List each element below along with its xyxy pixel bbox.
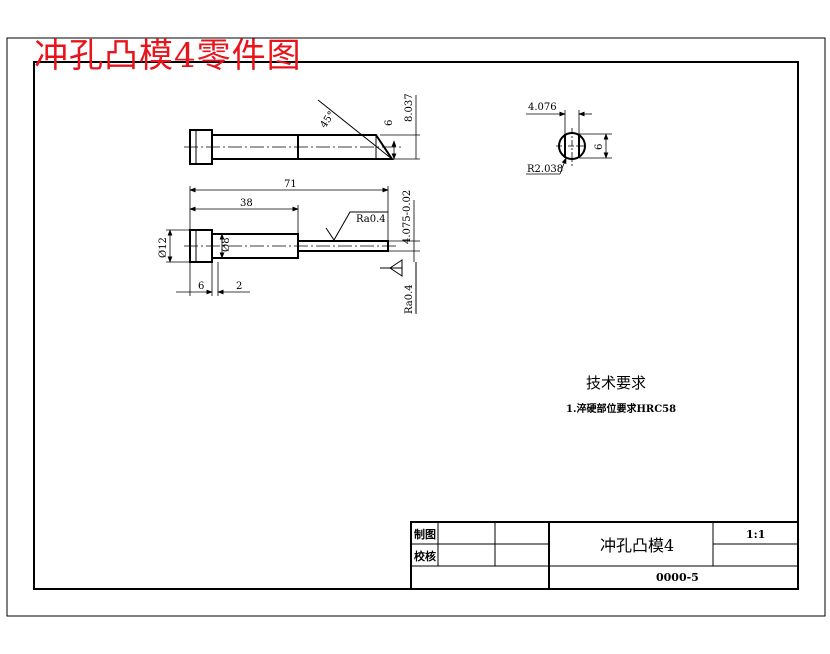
part-name: 冲孔凸模4 <box>600 536 674 555</box>
tip-dimension: 4.075-0.02 <box>402 190 413 244</box>
roughness-1: Ra0.4 <box>356 214 386 225</box>
side-dim-8037: 8.037 <box>404 93 415 122</box>
side-dim-6: 6 <box>384 120 395 126</box>
section-height: 6 <box>594 144 605 150</box>
dim-head-length: 6 <box>198 281 204 292</box>
dim-head-diameter: Ø12 <box>158 237 169 258</box>
roughness-symbol-2 <box>380 259 417 314</box>
dim-38: 38 <box>240 198 253 209</box>
scale: 1:1 <box>746 528 765 541</box>
dim-head-collar: 2 <box>236 281 242 292</box>
requirements-item-1: 1.淬硬部位要求HRC58 <box>566 402 676 415</box>
drawn-by-label: 制图 <box>414 527 436 541</box>
overlay-title: 冲孔凸模4零件图 <box>34 36 302 76</box>
roughness-symbol-1 <box>325 211 388 241</box>
dim-shank-diameter: Ø8 <box>221 237 232 252</box>
section-radius: R2.038 <box>527 164 563 175</box>
dim-71: 71 <box>284 179 297 190</box>
requirements-heading: 技术要求 <box>586 374 646 392</box>
checked-by-label: 校核 <box>414 549 436 563</box>
drawing-number: 0000-5 <box>656 571 699 584</box>
chamfer-angle: 45° <box>318 110 337 131</box>
section-width: 4.076 <box>528 102 557 113</box>
chamfer-leader <box>317 99 393 160</box>
outer-border <box>6 37 826 617</box>
roughness-2: Ra0.4 <box>404 284 415 314</box>
title-block-grid <box>410 521 799 590</box>
